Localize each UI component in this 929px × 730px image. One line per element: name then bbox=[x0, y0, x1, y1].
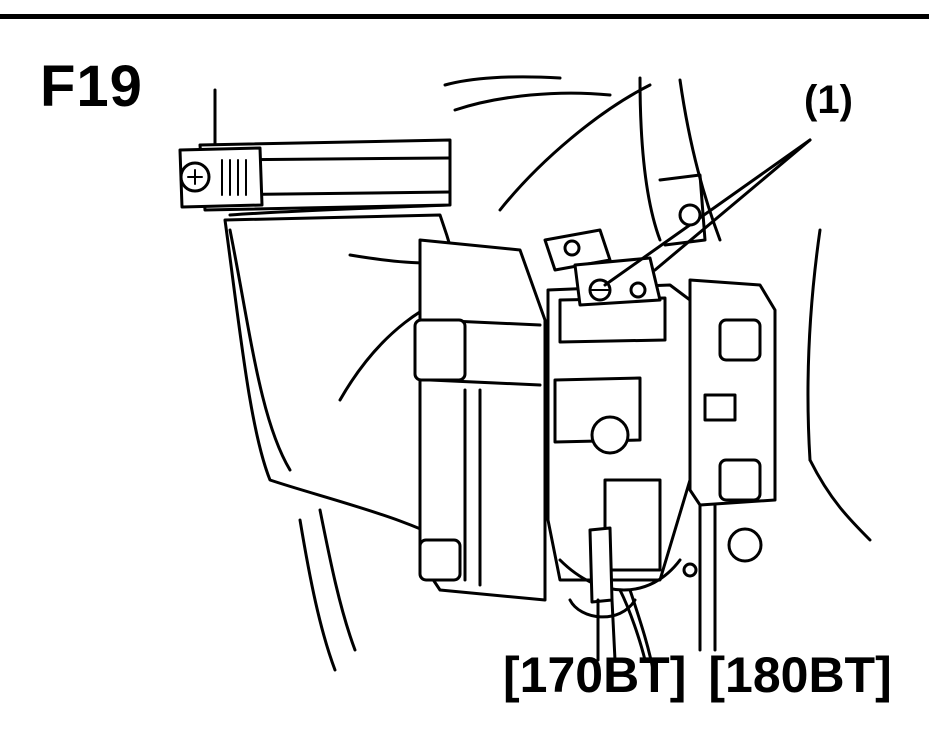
adaptor-plate bbox=[415, 240, 545, 600]
hose-clamp bbox=[180, 140, 450, 210]
carburetor-body bbox=[548, 285, 690, 617]
